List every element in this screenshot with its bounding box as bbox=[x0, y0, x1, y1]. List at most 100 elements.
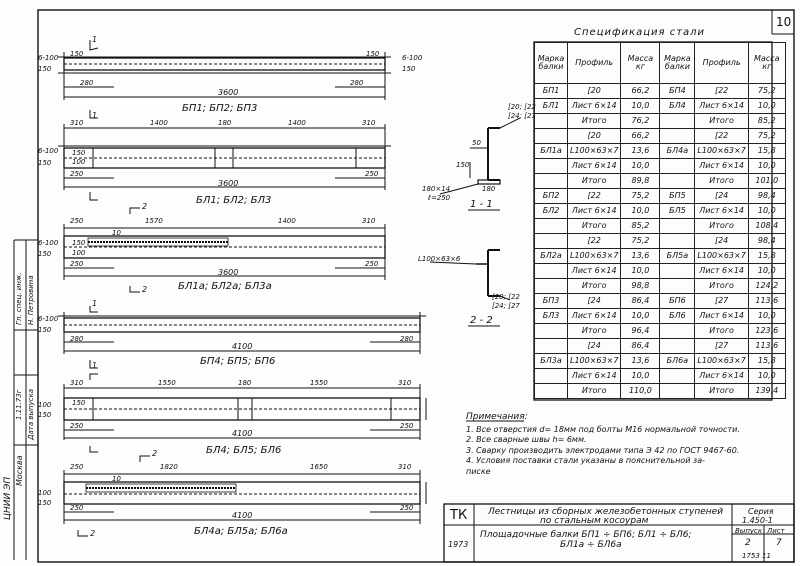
year: 1973 bbox=[448, 540, 469, 549]
spec-cell: 101,0 bbox=[747, 173, 786, 189]
section-mark: 2 bbox=[142, 285, 148, 294]
dim-label: 150 bbox=[38, 499, 52, 507]
spec-cell: Лист 6×14 bbox=[694, 308, 749, 324]
dim-label: 1550 bbox=[310, 379, 328, 387]
section-note: 150 bbox=[456, 161, 470, 169]
dim-label: 150 bbox=[38, 250, 52, 258]
spec-cell: L100×63×7 bbox=[566, 248, 622, 264]
spec-cell: Лист 6×14 bbox=[694, 368, 749, 384]
series-label: Серия bbox=[748, 507, 774, 516]
section-note: L100×63×6 bbox=[418, 255, 461, 263]
spec-cell: 75,2 bbox=[620, 188, 661, 204]
spec-cell: [27 bbox=[694, 293, 749, 309]
dim-label: 150 bbox=[38, 65, 52, 73]
title-line1: Лестницы из сборных железобетонных ступе… bbox=[488, 507, 724, 517]
spec-cell bbox=[659, 173, 696, 189]
spec-header: Профиль bbox=[694, 42, 749, 84]
section-mark: 1 bbox=[92, 35, 98, 44]
spec-cell: Лист 6×14 bbox=[566, 203, 622, 219]
dim-label: 280 bbox=[70, 335, 84, 343]
dim-label: 250 bbox=[365, 260, 379, 268]
section-title: 2 - 2 bbox=[470, 315, 493, 326]
spec-cell: [22 bbox=[566, 188, 622, 204]
spec-cell: Итого bbox=[694, 323, 749, 339]
spec-cell: [20 bbox=[566, 128, 622, 144]
spec-cell: 10,0 bbox=[620, 203, 661, 219]
spec-cell: БЛ3а bbox=[534, 353, 568, 369]
spec-cell: Лист 6×14 bbox=[566, 368, 622, 384]
margin-date-label: Дата выпуска bbox=[27, 388, 35, 440]
spec-cell: БП6 bbox=[659, 293, 696, 309]
spec-cell: 98,4 bbox=[747, 233, 786, 249]
spec-cell: [24 bbox=[694, 188, 749, 204]
dim-length: 3600 bbox=[218, 179, 239, 188]
dim-label: 250 bbox=[70, 217, 84, 225]
spec-cell: 98,4 bbox=[747, 188, 786, 204]
spec-cell: 15,8 bbox=[747, 143, 786, 159]
spec-cell: БЛ5а bbox=[659, 248, 696, 264]
spec-cell: 10,0 bbox=[620, 368, 661, 384]
dim-length: 4100 bbox=[232, 511, 253, 520]
dim-label: 100 bbox=[72, 158, 86, 166]
beam-label: БЛ1; БЛ2; БЛ3 bbox=[196, 195, 272, 206]
dim-label: 280 bbox=[350, 79, 364, 87]
spec-cell: 86,4 bbox=[620, 293, 661, 309]
spec-cell: Итого bbox=[566, 173, 622, 189]
spec-cell: 10,0 bbox=[620, 158, 661, 174]
spec-cell bbox=[534, 128, 568, 144]
margin-city: Москва bbox=[15, 455, 24, 486]
spec-cell bbox=[534, 158, 568, 174]
dim-label: 150 bbox=[72, 399, 86, 407]
section-mark: 2 bbox=[152, 449, 158, 458]
spec-cell: 123,6 bbox=[747, 323, 786, 339]
note-item: 4. Условия поставки стали указаны в пояс… bbox=[466, 456, 705, 465]
spec-cell bbox=[659, 158, 696, 174]
margin-role: Гл. спец. инж. bbox=[15, 272, 23, 325]
spec-cell: Итого bbox=[694, 278, 749, 294]
spec-cell: БЛ2а bbox=[534, 248, 568, 264]
spec-cell: 13,6 bbox=[620, 143, 661, 159]
spec-cell bbox=[659, 263, 696, 279]
spec-cell: 10,0 bbox=[747, 368, 786, 384]
spec-cell: 96,4 bbox=[620, 323, 661, 339]
spec-cell: 108,4 bbox=[747, 218, 786, 234]
dim-label: 280 bbox=[80, 79, 94, 87]
spec-cell bbox=[534, 173, 568, 189]
spec-cell: БП1 bbox=[534, 83, 568, 99]
dim-label: 1400 bbox=[278, 217, 296, 225]
subtitle-line1: Площадочные балки БП1 ÷ БП6; БЛ1 ÷ БЛ6; bbox=[480, 530, 692, 540]
note-item: 1. Все отверстия d= 18мм под болты М16 н… bbox=[466, 424, 740, 434]
notes-title: Примечания: bbox=[466, 412, 528, 422]
spec-cell: [27 bbox=[694, 338, 749, 354]
spec-cell: 89,8 bbox=[620, 173, 661, 189]
spec-cell: 110,0 bbox=[620, 383, 661, 399]
section-mark: 1 bbox=[92, 361, 98, 370]
dim-label: 1820 bbox=[160, 463, 178, 471]
dim-label: 310 bbox=[398, 379, 412, 387]
section-note: 50 bbox=[472, 139, 481, 147]
dim-label: 10 bbox=[112, 229, 121, 237]
dim-label: 100 bbox=[72, 249, 86, 257]
spec-cell bbox=[659, 128, 696, 144]
spec-header: Марка балки bbox=[534, 42, 568, 84]
dim-label: 250 bbox=[70, 463, 84, 471]
dim-label: 1550 bbox=[158, 379, 176, 387]
spec-cell: 10,0 bbox=[620, 308, 661, 324]
spec-cell: L100×63×7 bbox=[566, 353, 622, 369]
section-note: 180×14 bbox=[422, 185, 451, 193]
spec-cell: Лист 6×14 bbox=[694, 158, 749, 174]
section-note: 180 bbox=[482, 185, 496, 193]
spec-cell: 75,2 bbox=[747, 128, 786, 144]
dim-label: 6-100 bbox=[38, 147, 59, 155]
margin-signature: Н. Петровина bbox=[27, 275, 35, 325]
dim-label: 1400 bbox=[150, 119, 168, 127]
spec-cell: БЛ1 bbox=[534, 98, 568, 114]
spec-cell: 10,0 bbox=[747, 98, 786, 114]
